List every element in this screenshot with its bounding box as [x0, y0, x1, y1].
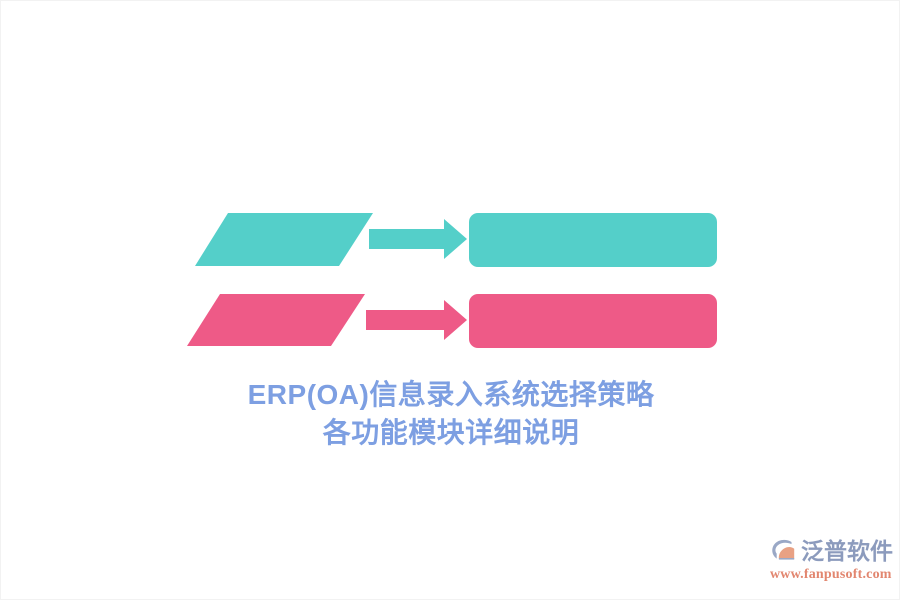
brand-watermark: 泛普软件 www.fanpusoft.com — [769, 534, 895, 590]
logo-row: 泛普软件 — [769, 534, 895, 568]
fanpu-logo-icon — [769, 536, 799, 566]
flow-row-pink — [187, 294, 717, 348]
flow-arrow-teal — [369, 219, 467, 259]
flow-arrow-pink — [366, 300, 467, 340]
source-parallelogram-teal[interactable] — [195, 213, 373, 266]
logo-website-url: www.fanpusoft.com — [770, 567, 892, 582]
target-box-pink[interactable] — [469, 294, 717, 348]
logo-company-name: 泛普软件 — [801, 538, 893, 564]
page-title: ERP(OA)信息录入系统选择策略 各功能模块详细说明 — [1, 377, 900, 451]
target-box-teal[interactable] — [469, 213, 717, 267]
process-flow-diagram — [1, 1, 900, 371]
title-line-2: 各功能模块详细说明 — [322, 416, 580, 448]
source-parallelogram-pink[interactable] — [187, 294, 365, 346]
title-line-1: ERP(OA)信息录入系统选择策略 — [247, 379, 655, 410]
flow-row-teal — [195, 213, 717, 267]
